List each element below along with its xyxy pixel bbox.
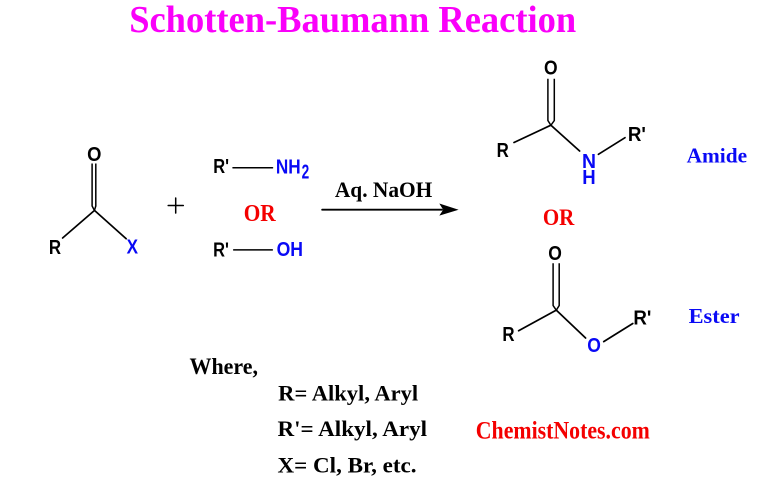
svg-text:Schotten-Baumann Reaction: Schotten-Baumann Reaction bbox=[129, 0, 576, 41]
svg-text:OH: OH bbox=[277, 239, 303, 261]
svg-text:O: O bbox=[587, 335, 601, 357]
svg-text:R': R' bbox=[213, 240, 229, 262]
svg-text:R: R bbox=[502, 324, 515, 346]
svg-text:Where,: Where, bbox=[190, 354, 259, 379]
svg-text:Aq. NaOH: Aq. NaOH bbox=[335, 177, 433, 202]
svg-text:Amide: Amide bbox=[687, 144, 748, 168]
svg-text:O: O bbox=[548, 243, 562, 265]
svg-text:R': R' bbox=[628, 124, 646, 146]
svg-text:OR: OR bbox=[543, 205, 575, 231]
svg-text:R': R' bbox=[633, 308, 651, 330]
svg-text:O: O bbox=[87, 144, 101, 166]
svg-text:NH: NH bbox=[276, 157, 301, 179]
svg-text:R: R bbox=[497, 140, 510, 162]
svg-text:R: R bbox=[49, 237, 62, 259]
svg-text:H: H bbox=[582, 167, 595, 189]
svg-text:R': R' bbox=[213, 156, 229, 178]
svg-text:O: O bbox=[544, 58, 558, 80]
svg-text:OR: OR bbox=[244, 201, 277, 227]
svg-text:X= Cl, Br, etc.: X= Cl, Br, etc. bbox=[278, 452, 417, 477]
svg-text:2: 2 bbox=[302, 161, 310, 183]
svg-text:Ester: Ester bbox=[689, 304, 740, 328]
svg-text:R= Alkyl, Aryl: R= Alkyl, Aryl bbox=[278, 381, 418, 406]
svg-text:N: N bbox=[582, 151, 596, 173]
svg-text:R'= Alkyl, Aryl: R'= Alkyl, Aryl bbox=[278, 416, 428, 441]
svg-text:X: X bbox=[127, 237, 139, 259]
svg-text:ChemistNotes.com: ChemistNotes.com bbox=[476, 417, 650, 444]
